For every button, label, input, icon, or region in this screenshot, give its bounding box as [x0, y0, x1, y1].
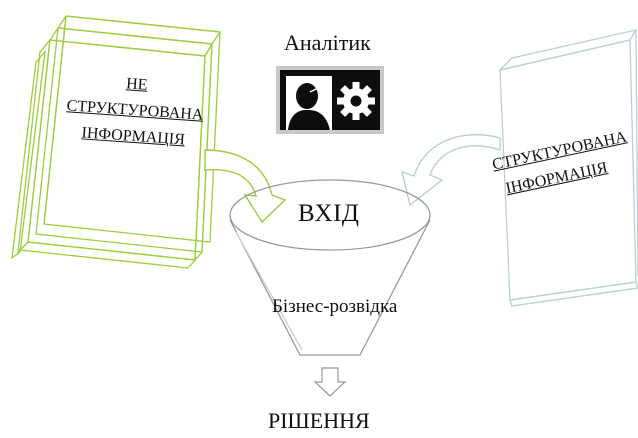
right-input-arrow	[401, 134, 501, 207]
funnel-input-label: ВХІД	[298, 200, 360, 227]
unstructured-info-block	[11, 15, 222, 269]
analyst-person-icon	[286, 76, 332, 130]
output-label: РІШЕННЯ	[268, 408, 370, 433]
analyst-icon	[276, 66, 384, 134]
funnel-process-label: Бізнес-розвідка	[272, 296, 398, 317]
analyst-title: Аналітик	[284, 30, 371, 55]
unstructured-info-label: НЕ СТРУКТУРОВАНА ІНФОРМАЦІЯ	[57, 67, 212, 155]
gear-icon	[337, 82, 375, 120]
funnel	[229, 179, 431, 356]
down-arrow-icon	[313, 367, 347, 397]
left-input-arrow	[204, 149, 287, 224]
